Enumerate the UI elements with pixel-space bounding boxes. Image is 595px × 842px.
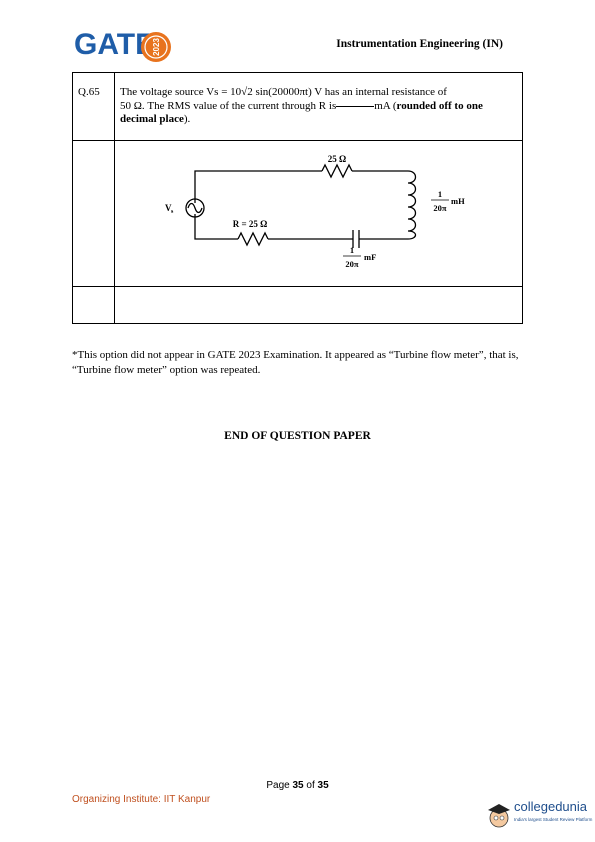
inductor-icon — [407, 170, 417, 240]
gate-year-badge-icon: 2023 — [141, 32, 171, 62]
question-number: Q.65 — [78, 86, 100, 98]
capacitor-unit: mF — [364, 252, 376, 262]
top-resistor-label: 25 Ω — [328, 154, 346, 164]
end-of-paper: END OF QUESTION PAPER — [224, 430, 371, 442]
collegedunia-tagline: India's largest Student Review Platform — [514, 817, 593, 822]
paper-title: Instrumentation Engineering (IN) — [336, 38, 503, 50]
sine-wave-icon — [187, 202, 203, 214]
inductor-numerator: 1 — [438, 189, 442, 199]
source-subscript: s — [171, 209, 174, 215]
page-number: Page 35 of 35 — [266, 780, 329, 791]
gate-year-text: 2023 — [152, 38, 161, 56]
collegedunia-brand: collegedunia — [514, 799, 588, 814]
top-wire — [194, 170, 322, 203]
question-text-unit: mA ( — [374, 99, 397, 112]
question-text-line1: The voltage source Vs = 10√2 sin(20000πt… — [120, 86, 447, 98]
r-resistor-icon — [237, 231, 269, 247]
collegedunia-mascot-icon — [488, 804, 510, 828]
table-row-divider — [72, 286, 523, 287]
circuit-diagram: V s 25 Ω R = 25 Ω 1 20π mH 1 20π mF — [165, 154, 465, 269]
capacitor-numerator: 1 — [350, 245, 354, 255]
bottom-wire-left — [194, 214, 238, 240]
question-text: The voltage source Vs = 10√2 sin(20000πt… — [120, 86, 518, 127]
source-label: V — [165, 203, 172, 213]
r-resistor-label: R = 25 Ω — [233, 219, 268, 229]
question-text-line2: 50 Ω. The RMS value of the current throu… — [120, 99, 337, 112]
capacitor-denominator: 20π — [345, 259, 359, 269]
table-row-divider — [72, 140, 523, 141]
table-column-divider — [114, 72, 115, 324]
footnote: *This option did not appear in GATE 2023… — [72, 349, 519, 376]
answer-blank — [336, 105, 375, 107]
question-table — [72, 72, 523, 324]
top-resistor-icon — [321, 163, 353, 179]
question-text-end: ). — [183, 113, 191, 125]
voltage-source-icon — [185, 198, 205, 218]
inductor-unit: mH — [451, 196, 465, 206]
organizing-institute: Organizing Institute: IIT Kanpur — [72, 794, 211, 805]
inductor-denominator: 20π — [433, 203, 447, 213]
question-rounding-instruction: rounded off to one decimal place — [120, 99, 483, 126]
